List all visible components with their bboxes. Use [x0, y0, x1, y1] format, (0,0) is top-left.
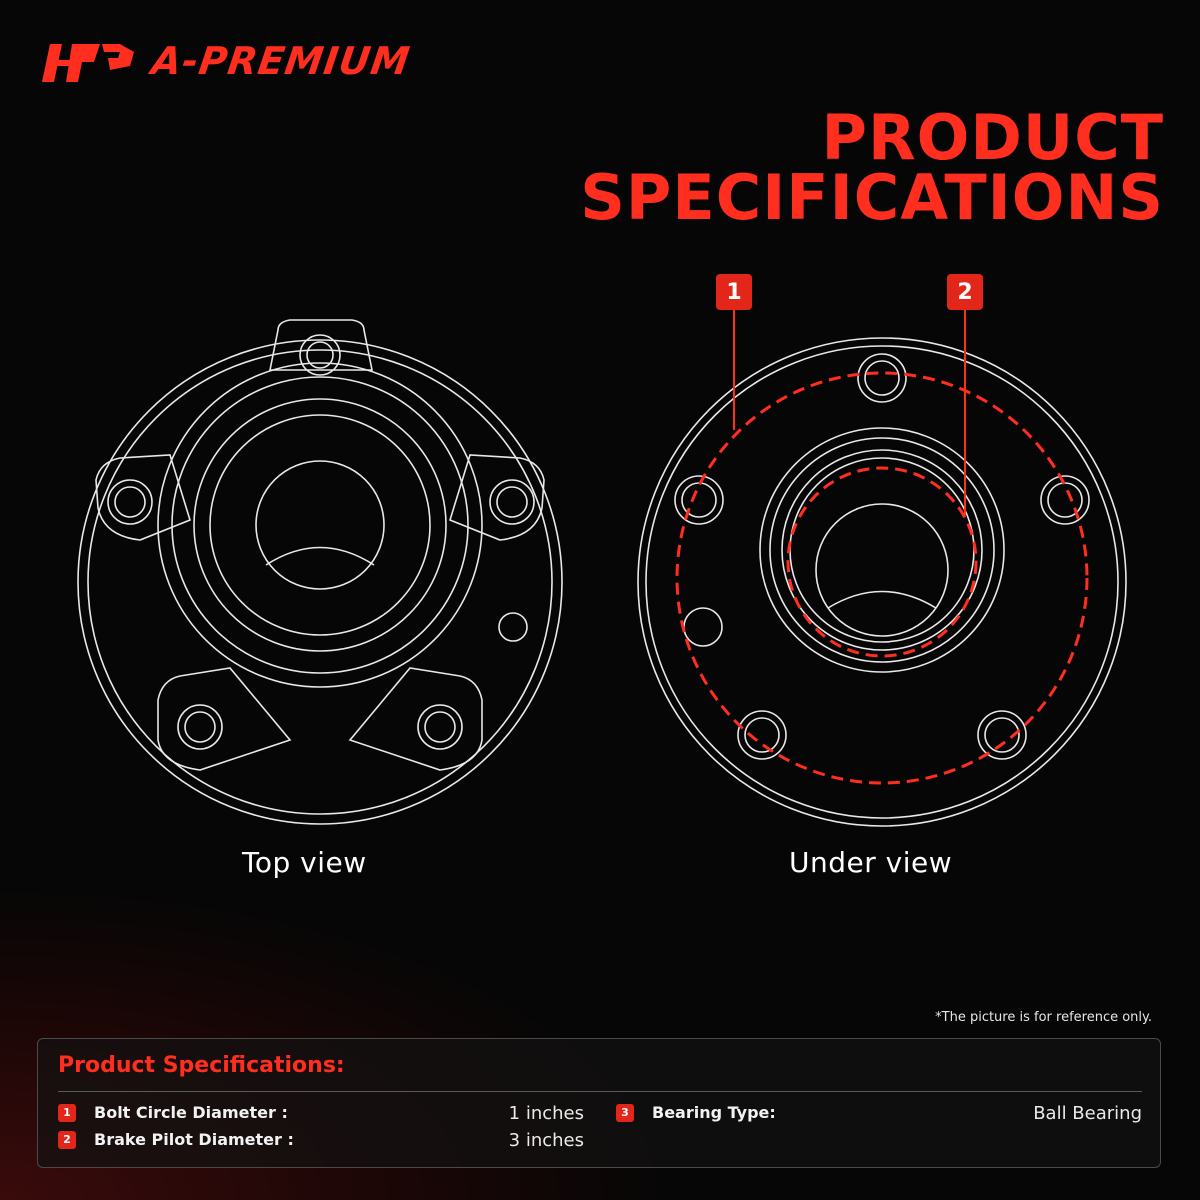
hub-diagrams — [77, 310, 1127, 827]
spec-badge-1: 1 — [58, 1103, 76, 1122]
callout-leaders — [733, 310, 966, 515]
under-view-drawing — [637, 337, 1127, 827]
reference-note: *The picture is for reference only. — [935, 1010, 1152, 1025]
specifications-heading: Product Specifications: — [58, 1053, 345, 1078]
measurement-overlays — [675, 371, 1089, 785]
spec-row-brake-pilot: 2 Brake Pilot Diameter : — [58, 1130, 294, 1149]
spec-value-bearing-type: Ball Bearing — [1033, 1103, 1142, 1124]
spec-badge-3: 3 — [616, 1103, 634, 1122]
callout-2-number: 2 — [957, 279, 973, 305]
callout-2: 2 — [947, 274, 983, 310]
callout-1: 1 — [716, 274, 752, 310]
spec-label-brake-pilot: Brake Pilot Diameter : — [94, 1130, 294, 1149]
spec-label-bearing-type: Bearing Type: — [652, 1103, 776, 1122]
title-line-1: PRODUCT — [821, 101, 1164, 174]
callout-1-number: 1 — [726, 279, 742, 305]
bolt-circle-outline — [675, 371, 1089, 785]
spec-label-bolt-circle: Bolt Circle Diameter : — [94, 1103, 288, 1122]
specifications-divider — [58, 1091, 1142, 1092]
spec-badge-2: 2 — [58, 1130, 76, 1149]
top-view-drawing — [77, 319, 563, 825]
pilot-circle-outline — [786, 466, 978, 658]
title-line-2: SPECIFICATIONS — [580, 161, 1164, 234]
ap-monogram-icon — [42, 44, 134, 82]
top-view-label: Top view — [242, 846, 367, 879]
spec-value-bolt-circle: 1 inches — [508, 1103, 584, 1124]
spec-value-brake-pilot: 3 inches — [508, 1130, 584, 1151]
brand-logo: A-PREMIUM — [38, 36, 413, 86]
page-title: PRODUCT SPECIFICATIONS — [580, 101, 1164, 234]
spec-row-bearing-type: 3 Bearing Type: — [616, 1103, 776, 1122]
under-view-label: Under view — [789, 846, 953, 879]
spec-row-bolt-circle: 1 Bolt Circle Diameter : — [58, 1103, 288, 1122]
specifications-panel: Product Specifications: 1 Bolt Circle Di… — [37, 1038, 1161, 1168]
